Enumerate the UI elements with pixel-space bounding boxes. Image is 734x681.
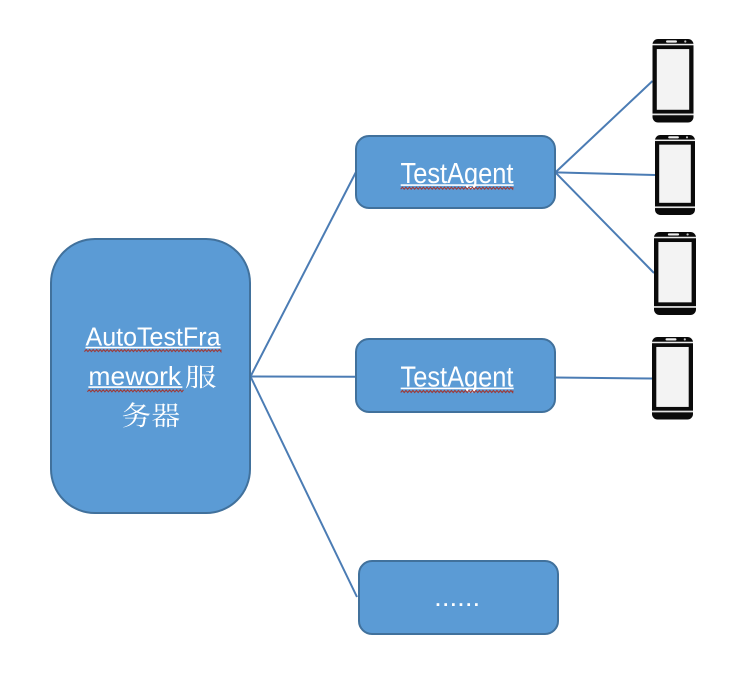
svg-text:......: ...... bbox=[434, 582, 480, 612]
